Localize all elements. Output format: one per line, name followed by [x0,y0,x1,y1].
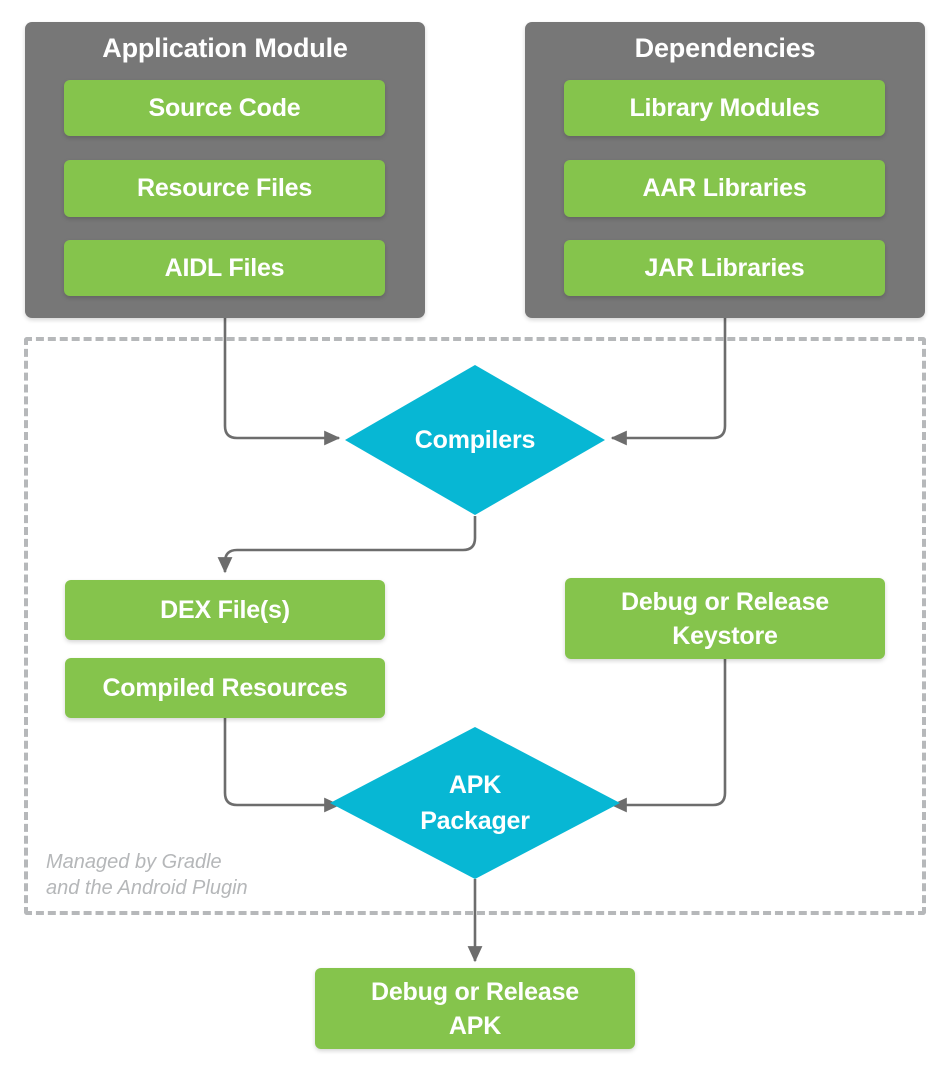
group-dependencies: Dependencies Library Modules AAR Librari… [525,22,925,318]
item-aar-libraries: AAR Libraries [564,160,885,217]
group-title-application-module: Application Module [102,33,348,63]
group-title-dependencies: Dependencies [634,33,816,63]
artifact-output-apk: Debug or Release APK [315,968,635,1049]
artifact-compiled-resources: Compiled Resources [65,658,385,718]
item-jar-libraries: JAR Libraries [564,240,885,296]
group-application-module: Application Module Source Code Resource … [25,22,425,318]
item-source-code: Source Code [64,80,385,136]
gradle-region-caption: Managed by Gradle and the Android Plugin [46,851,248,899]
item-library-modules: Library Modules [564,80,885,136]
process-compilers-label: Compilers [414,426,536,454]
item-resource-files: Resource Files [64,160,385,217]
artifact-keystore: Debug or Release Keystore [565,578,885,659]
process-apk-packager-label: APK Packager [420,771,530,835]
artifact-dex-files: DEX File(s) [65,580,385,640]
item-aidl-files: AIDL Files [64,240,385,296]
process-compilers: Compilers [345,365,605,515]
gradle-managed-region [24,337,926,915]
process-apk-packager: APK Packager [330,727,620,879]
